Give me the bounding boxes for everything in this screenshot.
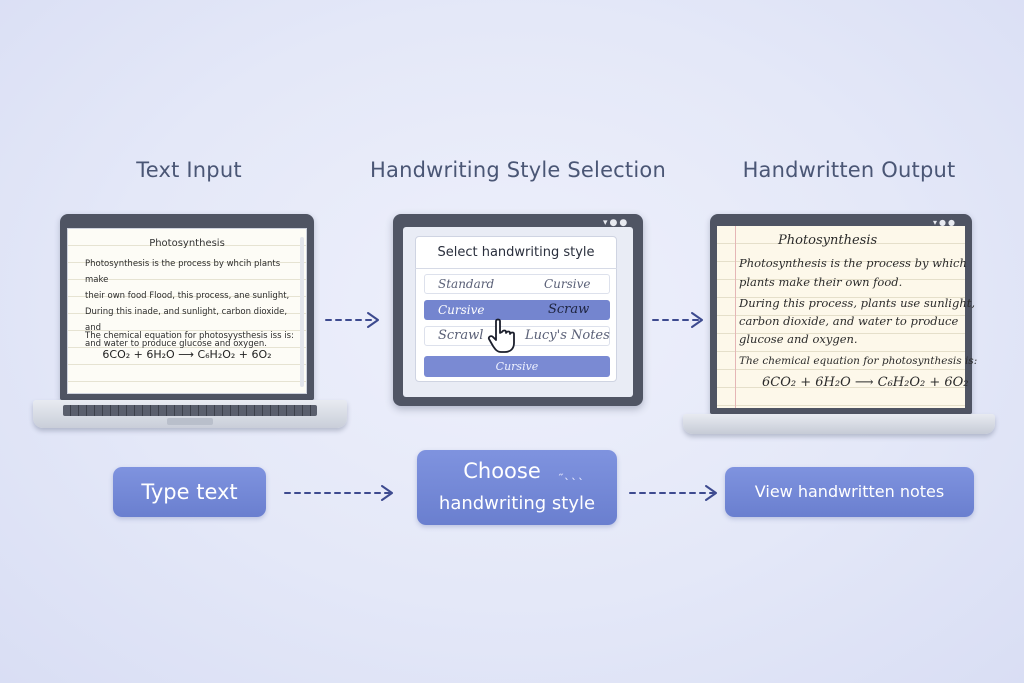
trackpad (167, 418, 213, 425)
divider (415, 268, 617, 269)
style-option-scraw[interactable]: Scraw (548, 302, 590, 317)
type-text-button[interactable]: Type text (113, 467, 266, 517)
typed-doc-equation-intro: The chemical equation for photosyysthesi… (85, 331, 294, 341)
style-option-row (424, 274, 610, 294)
handwritten-line: plants make their own food. (739, 275, 903, 289)
style-option-scrawl[interactable]: Scrawl (438, 328, 484, 343)
handwritten-document (717, 226, 965, 408)
style-picker-title: Select handwriting style (437, 245, 595, 260)
handwritten-line: The chemical equation for photosynthesis… (739, 355, 978, 367)
typed-doc-equation: 6CO₂ + 6H₂O ⟶ C₆H₂O₂ + 6O₂ (102, 348, 272, 361)
arrow-right-icon (629, 485, 717, 501)
choose-style-label-line1: Choose (463, 459, 541, 483)
arrow-right-icon (325, 312, 379, 328)
sparkle-icon: ˶ˎˎˎ (559, 466, 585, 480)
handwritten-line: carbon dioxide, and water to produce (739, 314, 959, 328)
style-option-cursive[interactable]: Cursive (544, 277, 591, 291)
apply-style-button[interactable]: Cursive (424, 356, 610, 377)
choose-style-button[interactable]: Choose ˶ˎˎˎ handwriting style (417, 450, 617, 525)
heading-style-selection: Handwriting Style Selection (370, 158, 666, 182)
typed-doc-paragraph: Photosynthesis is the process by whcih p… (85, 259, 290, 349)
handwritten-equation: 6CO₂ + 6H₂O ⟶ C₆H₂O₂ + 6O₂ (762, 375, 969, 390)
handwritten-line: glucose and oxygen. (739, 332, 858, 346)
typed-document: Photosynthesis Photosynthesis is the pro… (67, 228, 307, 394)
view-notes-button[interactable]: View handwritten notes (725, 467, 974, 517)
window-controls-icon: ▾●● (933, 218, 957, 227)
laptop-base (683, 414, 995, 434)
scrollbar[interactable] (300, 237, 304, 387)
margin-line (735, 226, 736, 408)
style-option-standard[interactable]: Standard (438, 277, 495, 291)
style-option-cursive-selected[interactable]: Cursive (438, 303, 485, 317)
heading-handwritten-output: Handwritten Output (742, 158, 956, 182)
arrow-right-icon (284, 485, 393, 501)
hand-cursor-icon (487, 318, 515, 353)
typed-doc-title: Photosynthesis (149, 238, 225, 249)
style-option-lucys-notes[interactable]: Lucy's Notes (525, 328, 610, 343)
style-option-selected-row[interactable] (424, 300, 610, 320)
choose-style-label-line2: handwriting style (438, 493, 596, 514)
style-option-row (424, 326, 610, 346)
handwritten-line: During this process, plants use sunlight… (739, 296, 975, 310)
handwritten-title: Photosynthesis (778, 233, 878, 248)
handwritten-line: Photosynthesis is the process by which (739, 256, 967, 270)
heading-text-input: Text Input (136, 158, 242, 182)
arrow-right-icon (652, 312, 703, 328)
window-controls-icon: ▾●● (603, 218, 630, 228)
keyboard (63, 405, 317, 416)
